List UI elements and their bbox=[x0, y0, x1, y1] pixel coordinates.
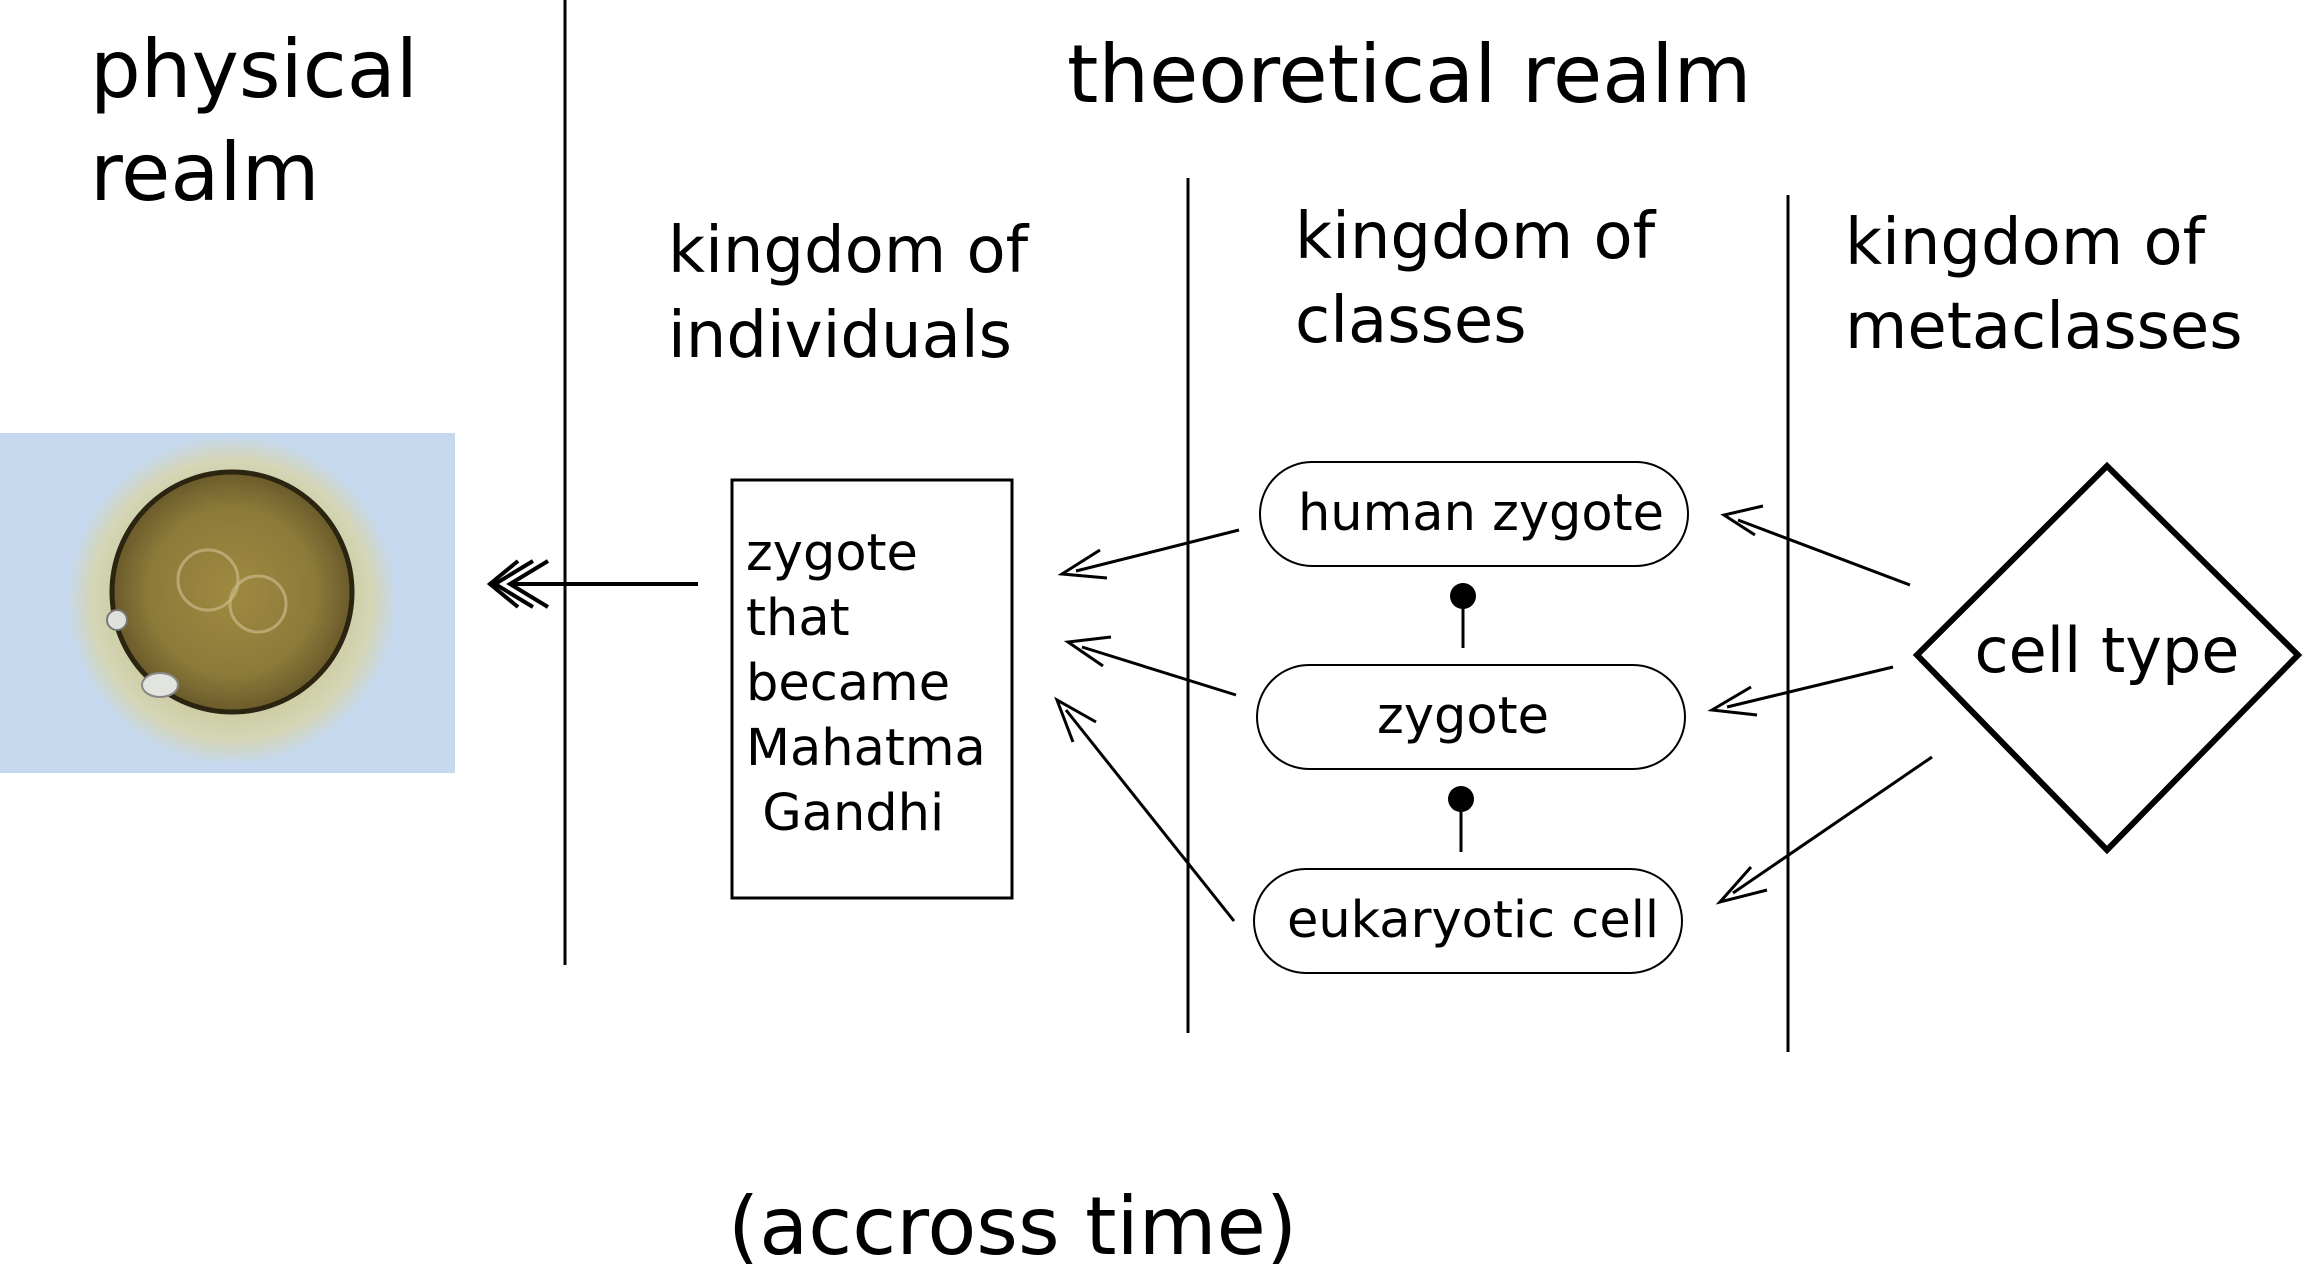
kingdom-classes-line1: kingdom of bbox=[1295, 200, 1657, 274]
footer-note: (accross time) bbox=[728, 1180, 1297, 1264]
metaclass-node-cell-type: cell type bbox=[1912, 461, 2303, 855]
theoretical-realm-label: theoretical realm bbox=[1067, 28, 1751, 121]
individual-line5: Gandhi bbox=[746, 784, 944, 843]
kingdom-individuals-line1: kingdom of bbox=[668, 214, 1030, 288]
class-node-zygote: zygote bbox=[1256, 664, 1686, 770]
kingdom-individuals-line2: individuals bbox=[668, 299, 1012, 373]
class-node-zygote-label: zygote bbox=[1377, 687, 1549, 746]
individual-line3: became bbox=[746, 654, 950, 713]
class-node-human-zygote-shape bbox=[1259, 461, 1689, 567]
individual-line1: zygote bbox=[746, 524, 918, 583]
link-eukaryotic-cell-to-zygote bbox=[1448, 786, 1474, 852]
individual-box bbox=[730, 478, 1014, 900]
zygote-micrograph bbox=[0, 433, 455, 773]
polar-body bbox=[141, 672, 179, 698]
metaclass-diamond bbox=[1912, 461, 2303, 855]
class-node-eukaryotic-cell-shape bbox=[1253, 868, 1683, 974]
pronucleus-2 bbox=[228, 574, 288, 634]
class-node-eukaryotic-cell-label: eukaryotic cell bbox=[1287, 891, 1659, 950]
arrow-cell-type-to-human-zygote bbox=[1720, 504, 1911, 587]
arrow-cell-type-to-zygote bbox=[1707, 665, 1894, 717]
link-ball-2 bbox=[1448, 786, 1474, 812]
polar-body-small bbox=[106, 609, 128, 631]
physical-realm-label-line2: realm bbox=[90, 126, 320, 219]
metaclass-label: cell type bbox=[1975, 614, 2240, 687]
class-node-human-zygote: human zygote bbox=[1259, 461, 1689, 567]
kingdom-metaclasses-line2: metaclasses bbox=[1845, 290, 2243, 364]
individual-line2: that bbox=[746, 589, 850, 648]
class-node-human-zygote-label: human zygote bbox=[1298, 484, 1664, 543]
arrow-human-zygote-to-individual bbox=[1057, 528, 1240, 580]
class-node-zygote-shape bbox=[1256, 664, 1686, 770]
pronucleus-1 bbox=[176, 548, 240, 612]
individual-line4: Mahatma bbox=[746, 719, 986, 778]
arrow-cell-type-to-eukaryotic-cell bbox=[1715, 755, 1933, 905]
arrow-zygote-to-individual bbox=[1063, 635, 1237, 697]
kingdom-classes-line2: classes bbox=[1295, 284, 1527, 358]
class-node-eukaryotic-cell: eukaryotic cell bbox=[1253, 868, 1683, 974]
arrow-individual-to-physical-realm bbox=[486, 559, 698, 609]
link-ball-1 bbox=[1450, 583, 1476, 609]
link-zygote-to-human-zygote bbox=[1450, 583, 1476, 648]
arrow-eukaryotic-cell-to-individual bbox=[1054, 696, 1236, 922]
kingdom-metaclasses-line1: kingdom of bbox=[1845, 206, 2207, 280]
physical-realm-label-line1: physical bbox=[90, 23, 418, 116]
